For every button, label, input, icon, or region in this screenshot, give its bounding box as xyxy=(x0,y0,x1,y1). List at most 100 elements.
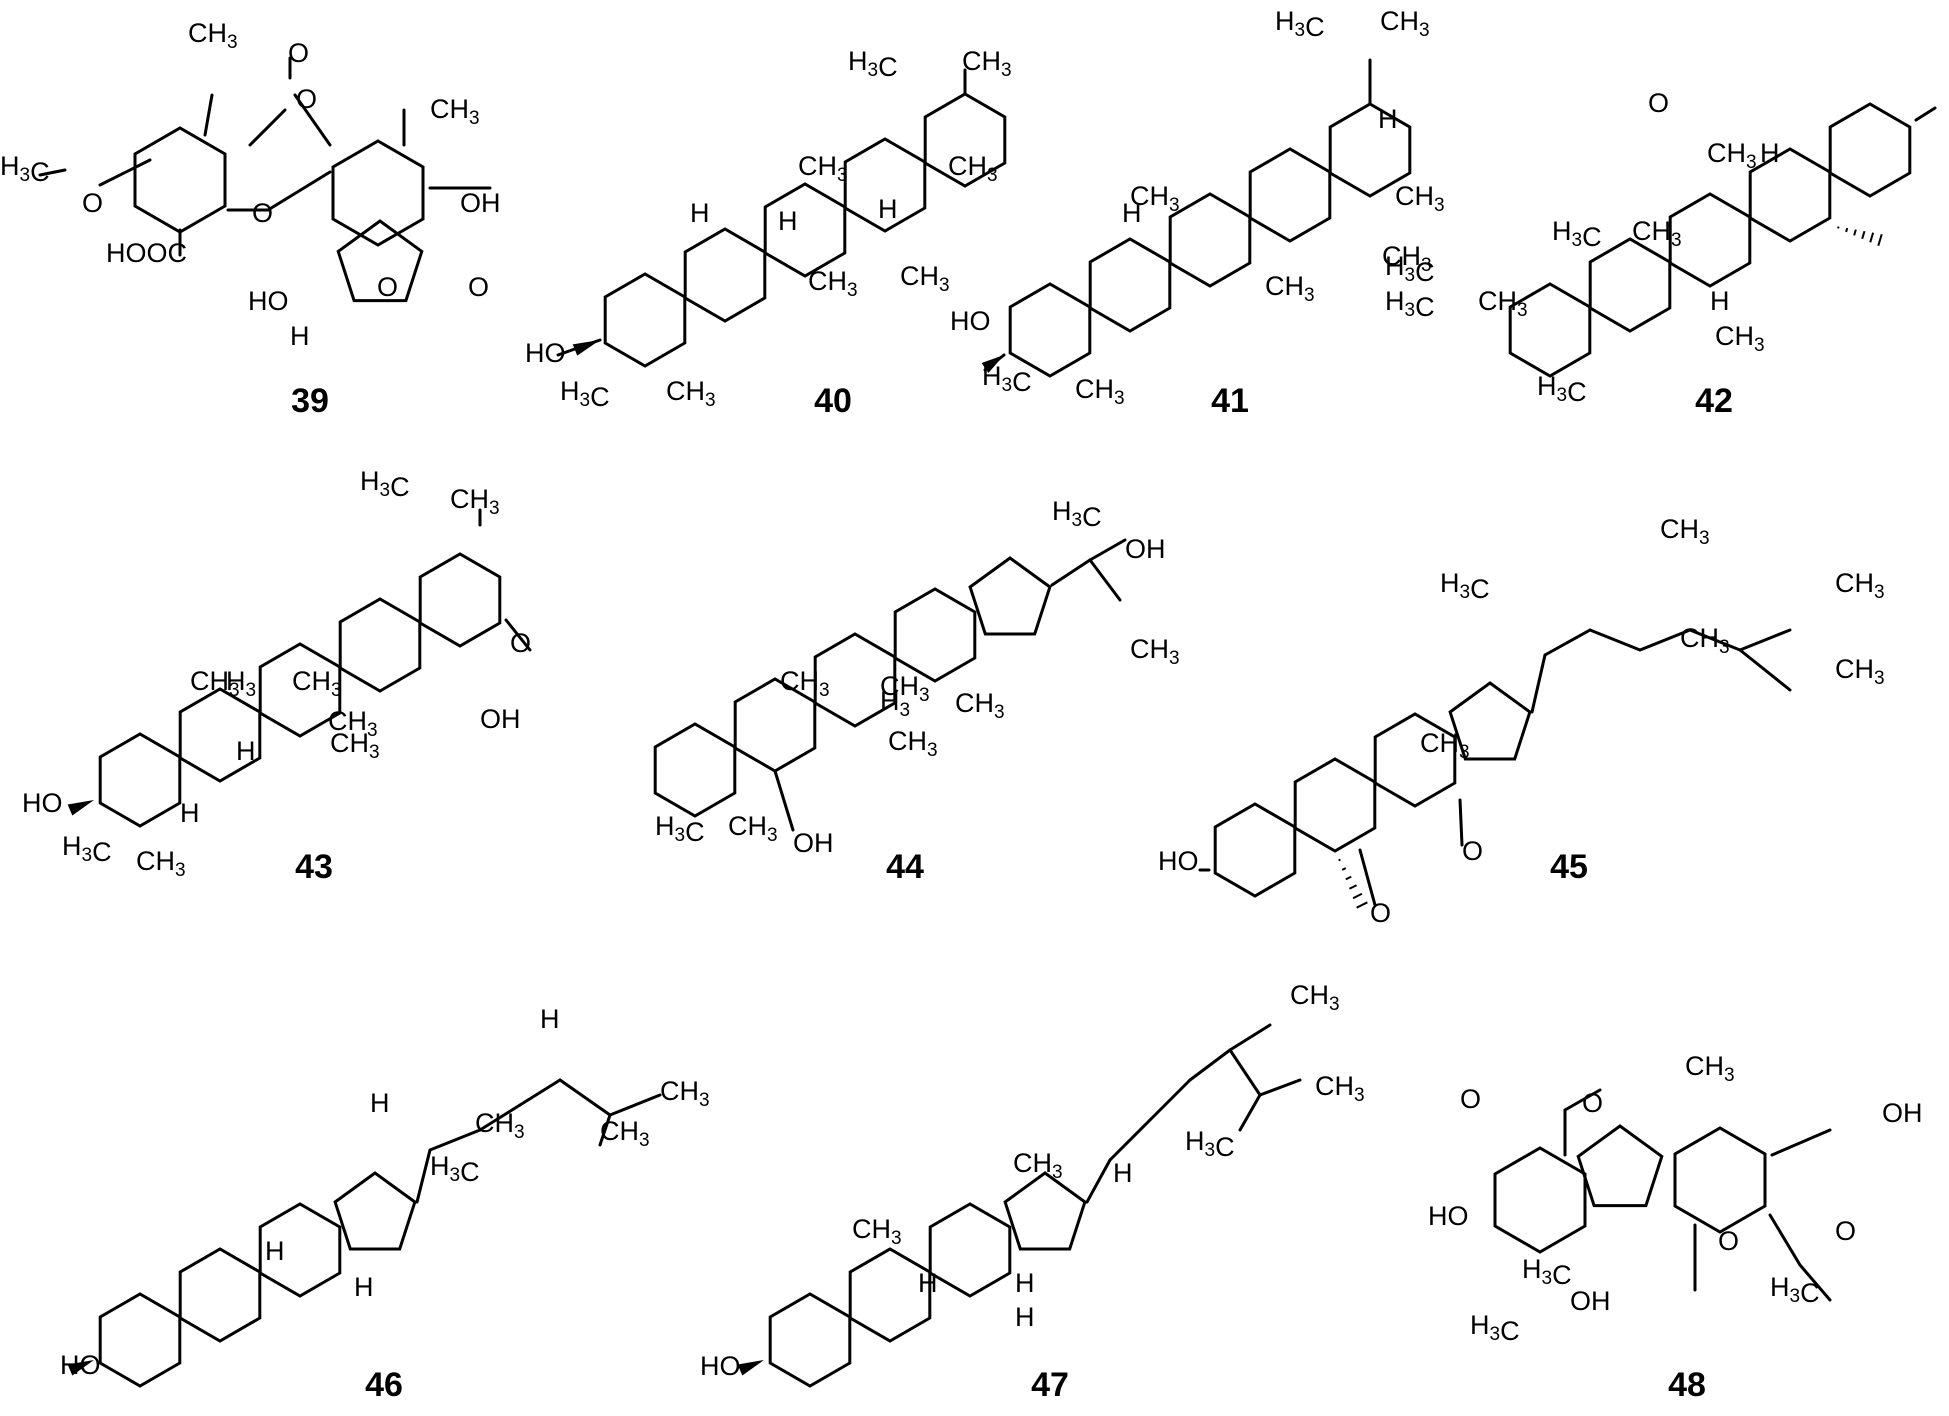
atom-label: CH3 xyxy=(1395,181,1445,216)
atom-label: H3C xyxy=(655,811,705,847)
bond xyxy=(1088,558,1122,602)
compound-number: 48 xyxy=(1668,1366,1706,1404)
bond xyxy=(1148,1078,1192,1122)
ring-bond xyxy=(418,552,502,648)
atom-label: CH3 xyxy=(600,1116,650,1151)
hash-bond xyxy=(1845,227,1849,233)
bond xyxy=(1458,798,1464,847)
atom-label: H3 xyxy=(880,686,910,721)
compound-number: 42 xyxy=(1695,382,1733,420)
bond xyxy=(1188,1048,1232,1082)
ring-bond xyxy=(1213,802,1297,898)
bond xyxy=(1258,1078,1302,1097)
bond xyxy=(1798,1263,1832,1302)
hash-bond xyxy=(1869,232,1875,243)
atom-label: CH3 xyxy=(808,266,858,301)
bond xyxy=(1088,538,1127,562)
atom-label: CH3 xyxy=(1265,271,1315,306)
atom-label: H3C xyxy=(1385,286,1435,322)
atom-label: CH3 xyxy=(780,666,830,701)
bond xyxy=(1085,1158,1112,1204)
hash-bond xyxy=(1853,229,1857,236)
bond xyxy=(293,93,332,147)
ring-bond xyxy=(1668,192,1752,288)
ring-bond xyxy=(1373,712,1457,808)
ring-bond xyxy=(258,1202,342,1298)
bond xyxy=(1914,106,1937,122)
atom-label: HO xyxy=(700,1351,741,1381)
compound-number: 39 xyxy=(291,382,329,420)
atom-label: H3 xyxy=(226,666,256,701)
compound-number: 44 xyxy=(886,848,924,886)
atom-label: OH xyxy=(1570,1286,1611,1316)
atom-label: CH3 xyxy=(1315,1071,1365,1106)
wedge-bond xyxy=(981,355,1004,373)
ring-bond xyxy=(1508,282,1592,378)
ring-bond xyxy=(893,587,977,683)
atom-label: HOOC xyxy=(106,238,187,268)
ring-bond xyxy=(1673,1126,1767,1234)
hash-bond xyxy=(1345,875,1352,881)
bond xyxy=(428,1128,482,1152)
hash-bond xyxy=(1341,867,1347,871)
atom-label: CH3 xyxy=(292,666,342,701)
atom-label: O xyxy=(1582,1088,1603,1118)
ring-bond xyxy=(331,139,425,247)
atom-label: O xyxy=(1460,1084,1481,1114)
ring-bond xyxy=(98,1292,182,1388)
atom-label: H3C xyxy=(1470,1310,1520,1346)
atom-label: CH3 xyxy=(1835,654,1885,689)
atom-label: CH3 xyxy=(1478,286,1528,321)
bond xyxy=(1530,653,1547,714)
wedge-bond xyxy=(67,1360,94,1376)
ring-bond xyxy=(968,556,1052,636)
bond xyxy=(1738,628,1792,652)
compound-number: 47 xyxy=(1031,1366,1069,1404)
atom-label: CH3 xyxy=(188,18,238,53)
ring-bond xyxy=(1088,237,1172,333)
compound-number: 43 xyxy=(295,848,333,886)
bond xyxy=(1563,1088,1602,1112)
ring-bond xyxy=(1448,681,1532,761)
atom-label: OH xyxy=(460,188,501,218)
atom-label: O xyxy=(1370,898,1391,928)
bond xyxy=(248,108,287,147)
atom-label: CH3 xyxy=(1130,181,1180,216)
atom-label: H xyxy=(180,798,200,828)
atom-label: O xyxy=(1462,836,1483,866)
atom-label: CH3 xyxy=(1685,1051,1735,1086)
atom-label: CH3 xyxy=(948,151,998,186)
atom-label: H xyxy=(1378,104,1398,134)
atom-label: H xyxy=(1015,1302,1035,1332)
atom-label: CH3 xyxy=(1632,216,1682,251)
atom-label: CH3 xyxy=(660,1076,710,1111)
atom-label: H xyxy=(1122,198,1142,228)
atom-label: H xyxy=(290,321,310,351)
atom-label: H xyxy=(1015,1268,1035,1298)
atom-label: H xyxy=(690,198,710,228)
atom-label: CH3 xyxy=(852,1214,902,1249)
atom-label: HO xyxy=(1158,846,1199,876)
ring-bond xyxy=(928,1202,1012,1298)
hash-bond xyxy=(1877,233,1883,247)
ring-bond xyxy=(1293,757,1377,853)
ring-bond xyxy=(1493,1146,1587,1254)
atom-label: H xyxy=(778,206,798,236)
bond xyxy=(415,1148,432,1204)
atom-label: CH3 xyxy=(1715,321,1765,356)
atom-label: CH3 xyxy=(450,484,500,519)
bond xyxy=(504,618,532,652)
bond xyxy=(1768,1213,1802,1267)
atom-label: CH3 xyxy=(1075,374,1125,409)
ring-bond xyxy=(1828,102,1912,198)
bond xyxy=(518,1078,562,1107)
atom-label: CH3 xyxy=(136,846,186,881)
atom-label: CH3 xyxy=(798,151,848,186)
ring-bond xyxy=(603,272,687,368)
atom-label: CH3 xyxy=(1290,980,1340,1015)
